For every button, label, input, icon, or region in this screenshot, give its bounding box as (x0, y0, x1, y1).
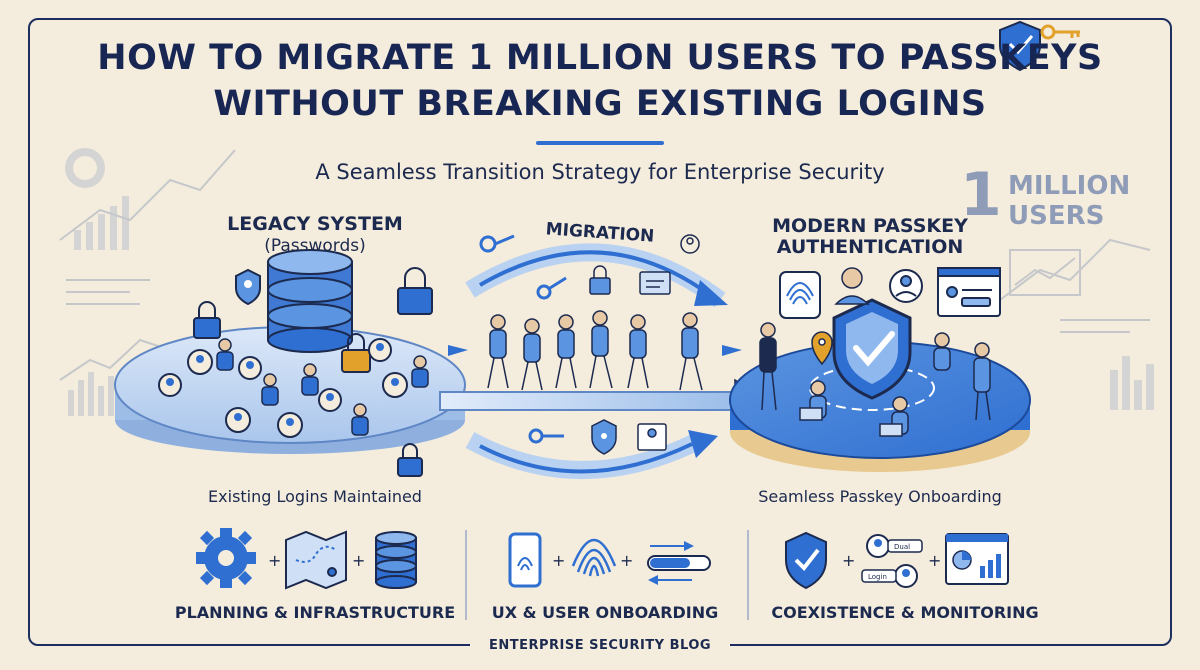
footer-background (470, 632, 730, 656)
plus-sign: + (268, 551, 281, 570)
svg-text:Login: Login (868, 573, 887, 581)
million-badge-number: 1 (960, 160, 1002, 230)
fingerprint-icon (571, 538, 617, 577)
plus-sign: + (928, 551, 941, 570)
page-subtitle: A Seamless Transition Strategy for Enter… (315, 160, 885, 184)
lock-icon (397, 443, 423, 477)
shield-check-icon (785, 531, 827, 590)
key-icon (528, 428, 564, 444)
shield-check-icon (832, 298, 912, 400)
user-circle-icon (889, 269, 923, 303)
million-badge-line-2: USERS (1008, 201, 1105, 231)
legacy-people (216, 338, 429, 436)
lock-icon (341, 333, 371, 373)
svg-text:Dual: Dual (894, 543, 910, 551)
migration-arrow-top (465, 243, 728, 308)
modern-caption: Seamless Passkey Onboarding (758, 487, 1002, 506)
migration-arrow-bottom (465, 430, 718, 479)
database-icon (267, 249, 353, 353)
modern-title-line-2: AUTHENTICATION (776, 236, 964, 258)
pillar-title-planning: PLANNING & INFRASTRUCTURE (174, 603, 456, 622)
migrating-people (487, 310, 703, 391)
background-chart-right (999, 238, 1154, 410)
fingerprint-icon (779, 271, 821, 319)
legacy-caption: Existing Logins Maintained (208, 487, 422, 506)
page-title-line-2: WITHOUT BREAKING EXISTING LOGINS (213, 84, 987, 124)
plus-sign: + (552, 551, 565, 570)
legacy-subtitle: (Passwords) (264, 236, 366, 256)
million-badge-line-1: MILLION (1008, 171, 1131, 201)
page-title-line-1: HOW TO MIGRATE 1 MILLION USERS TO PASSKE… (97, 38, 1103, 78)
legacy-title: LEGACY SYSTEM (227, 213, 403, 235)
plus-sign: + (620, 551, 633, 570)
pillar-title-coexistence: COEXISTENCE & MONITORING (771, 603, 1039, 622)
footer-brand: ENTERPRISE SECURITY BLOG (488, 638, 712, 653)
user-circle-icon (680, 234, 700, 254)
plus-sign: + (842, 551, 855, 570)
header-shield-icon (999, 20, 1041, 72)
user-avatar-icon (834, 267, 870, 305)
location-pin-icon (811, 331, 833, 366)
key-icon (536, 276, 567, 300)
login-window-icon (937, 267, 1001, 317)
user-shield-icon (235, 268, 261, 306)
lock-icon (193, 301, 221, 339)
dual-login-icon: Dual Login (861, 534, 923, 588)
modern-people (759, 322, 991, 437)
shield-icon (591, 419, 617, 455)
plus-sign: + (352, 551, 365, 570)
user-card-icon (637, 423, 667, 451)
pillar-title-ux: UX & USER ONBOARDING (491, 603, 719, 622)
header-key-icon (1040, 24, 1080, 40)
lock-icon (397, 267, 433, 315)
dashboard-icon (945, 533, 1009, 585)
progress-toggle-icon (647, 541, 711, 585)
database-icon (375, 531, 417, 589)
gear-icon (196, 528, 256, 588)
legacy-users-heads (166, 343, 399, 426)
key-icon (479, 234, 515, 253)
lock-icon (589, 265, 611, 295)
phone-fingerprint-icon (508, 532, 542, 588)
background-chart-left (59, 148, 236, 416)
title-underline (536, 141, 664, 145)
modern-title-line-1: MODERN PASSKEY (772, 215, 968, 237)
map-icon (285, 530, 347, 590)
folder-icon (639, 271, 671, 295)
